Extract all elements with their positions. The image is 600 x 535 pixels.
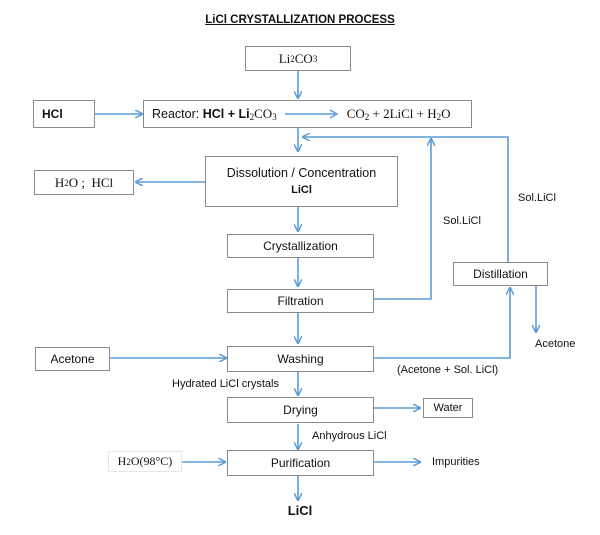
crystallization-box: Crystallization (227, 234, 374, 258)
filtration-box: Filtration (227, 289, 374, 313)
hcl-input-box: HCl (33, 100, 95, 128)
dissolution-box: Dissolution / Concentration LiCl (205, 156, 398, 207)
acetone-input-box: Acetone (35, 347, 110, 371)
drying-box: Drying (227, 397, 374, 423)
arrow-distillation-recycle (303, 137, 509, 262)
reaction-arrow (284, 109, 339, 119)
acetone-sol-licl-label: (Acetone + Sol. LiCl) (397, 364, 499, 376)
arrow-filtration-recycle (373, 139, 431, 300)
sol-licl-right-label: Sol.LiCl (518, 192, 556, 204)
sol-licl-mid-label: Sol.LiCl (443, 215, 481, 227)
distillation-box: Distillation (453, 262, 548, 286)
final-product-label: LiCl (287, 503, 313, 518)
arrow-washing-distillation (373, 288, 510, 359)
acetone-output-label: Acetone (535, 338, 576, 350)
anhydrous-licl-label: Anhydrous LiCl (312, 430, 387, 442)
hydrated-licl-label: Hydrated LiCl crystals (172, 378, 279, 390)
impurities-label: Impurities (432, 456, 480, 468)
washing-box: Washing (227, 346, 374, 372)
diagram-title: LiCl CRYSTALLIZATION PROCESS (205, 14, 395, 26)
water-box: Water (423, 398, 473, 418)
purification-box: Purification (227, 450, 374, 476)
